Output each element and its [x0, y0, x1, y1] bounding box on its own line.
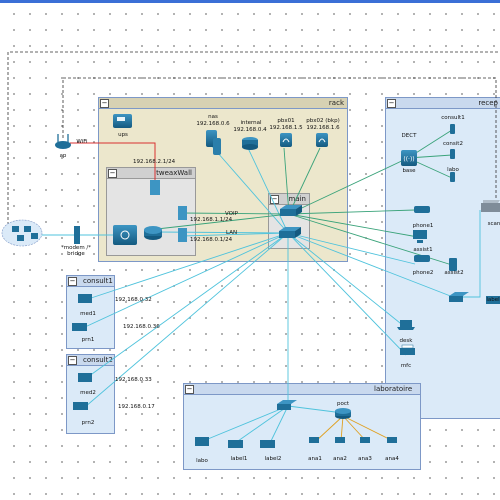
nas-label: nas [208, 114, 218, 120]
pbx01-icon [280, 133, 292, 147]
pbx01-ip-label: 192.168.1.5 [269, 125, 303, 131]
ups-label: ups [118, 132, 128, 138]
collapse-button[interactable]: − [108, 169, 117, 178]
wifi-label: WiFi [76, 139, 88, 145]
router-icon [144, 226, 162, 240]
internal-server-icon [242, 137, 258, 150]
pbx02-icon [316, 133, 328, 147]
window-top-bar [0, 0, 500, 3]
label1-label: label1 [230, 456, 248, 462]
internal-label: internal [240, 120, 262, 126]
group-rack-label: rack [328, 99, 344, 107]
firewall-icon [150, 180, 187, 242]
group-consult1-label: consult1 [83, 277, 113, 285]
phone1-label: phone1 [412, 223, 434, 229]
poct-label: poct [336, 401, 350, 407]
poct-router-icon [335, 408, 351, 419]
collapse-button[interactable]: − [185, 385, 194, 394]
labo-label: labo [196, 458, 208, 464]
desktop-icon [78, 230, 427, 446]
group-main-label: main [288, 195, 307, 203]
ana4-label: ana4 [385, 456, 399, 462]
consult1-phone-label: consult1 [441, 115, 465, 121]
dect-base-icon: ((·)) [401, 150, 417, 166]
pbx01-label: pbx01 [277, 118, 295, 124]
label2-label: label2 [264, 456, 282, 462]
nas-icon [206, 130, 221, 155]
laptop-icon [309, 320, 415, 443]
phone2-label: phone2 [412, 270, 434, 276]
collapse-button[interactable]: − [68, 356, 77, 365]
consult2-phone-label: consit2 [443, 141, 463, 147]
prn1-label: prn1 [81, 337, 95, 343]
internal-ip-label: 192.168.0.4 [233, 127, 267, 133]
ana3-label: ana3 [358, 456, 372, 462]
pbx02-label: pbx02 (bkp) [306, 118, 340, 124]
printer-icon [72, 323, 415, 448]
med2-ip-label: 192.168.0.33 [115, 377, 152, 383]
prn1-ip-label: 192.168.0.36 [123, 324, 160, 330]
label-device-label: label [486, 297, 500, 303]
pbx02-ip-label: 192.168.1.6 [306, 125, 340, 131]
bridge-icon [74, 226, 80, 244]
lab-links [202, 405, 344, 442]
net-0-label: 192.168.0.1/24 [190, 237, 233, 243]
collapse-button[interactable]: − [100, 99, 109, 108]
group-consult1[interactable]: −consult1 [66, 275, 115, 349]
group-laboratoire[interactable]: − laboratoire [183, 383, 421, 470]
assist1-label: assist1 [413, 247, 433, 253]
ups-icon [113, 114, 132, 128]
lan-links [40, 143, 481, 408]
poct-links [315, 415, 394, 442]
nas-ip-label: 192.168.0.6 [196, 121, 230, 127]
med2-label: med2 [80, 390, 96, 396]
group-laboratoire-label: laboratoire [374, 385, 413, 393]
ap-icon [55, 134, 71, 149]
group-consult2[interactable]: −consult2 [66, 354, 115, 434]
assist2-label: assist2 [444, 270, 464, 276]
ap-label: ap [59, 153, 67, 159]
ana1-label: ana1 [308, 456, 322, 462]
prn2-label: prn2 [81, 420, 95, 426]
switch-lan-icon [279, 227, 301, 238]
group-consult2-label: consult2 [83, 356, 113, 364]
med1-label: med1 [80, 311, 96, 317]
collapse-button[interactable]: − [68, 277, 77, 286]
modem-icon [113, 225, 137, 245]
bridge-label: bridge [67, 251, 85, 257]
dashed-links [7, 51, 498, 225]
desk-label: desk [399, 338, 413, 344]
scan-label: scan [487, 221, 500, 227]
ana2-label: ana2 [333, 456, 347, 462]
lan-label: LAN [226, 230, 238, 236]
handset-icon [450, 124, 455, 182]
label-printer-icon [486, 296, 500, 304]
net-1-label: 192.168.1.1/24 [190, 217, 233, 223]
net-2-label: 192.168.2.1/24 [133, 159, 176, 165]
switch-zone-icon [277, 292, 469, 410]
group-reception-label: recep [478, 99, 498, 107]
group-tweaxwall-label: tweaxWall [156, 169, 192, 177]
switch-voip-icon [280, 205, 302, 216]
group-main[interactable]: −main [268, 193, 310, 249]
prn2-ip-label: 192.168.0.17 [118, 404, 155, 410]
mfc-label: mfc [400, 363, 412, 369]
med1-ip-label: 192.168.0.32 [115, 297, 152, 303]
scanner-icon [481, 200, 500, 212]
cloud-clients-icon [1, 219, 43, 247]
modem-label: *modem /* [60, 245, 92, 251]
wifi-link [70, 142, 156, 190]
labo-phone-label: labo [447, 167, 459, 173]
voip-label: VOIP [225, 211, 238, 217]
base-label: base [402, 168, 416, 174]
dect-label: DECT [401, 133, 417, 139]
collapse-button[interactable]: − [387, 99, 396, 108]
phone-icon [414, 206, 457, 271]
svg-text:((·)): ((·)) [403, 156, 414, 163]
